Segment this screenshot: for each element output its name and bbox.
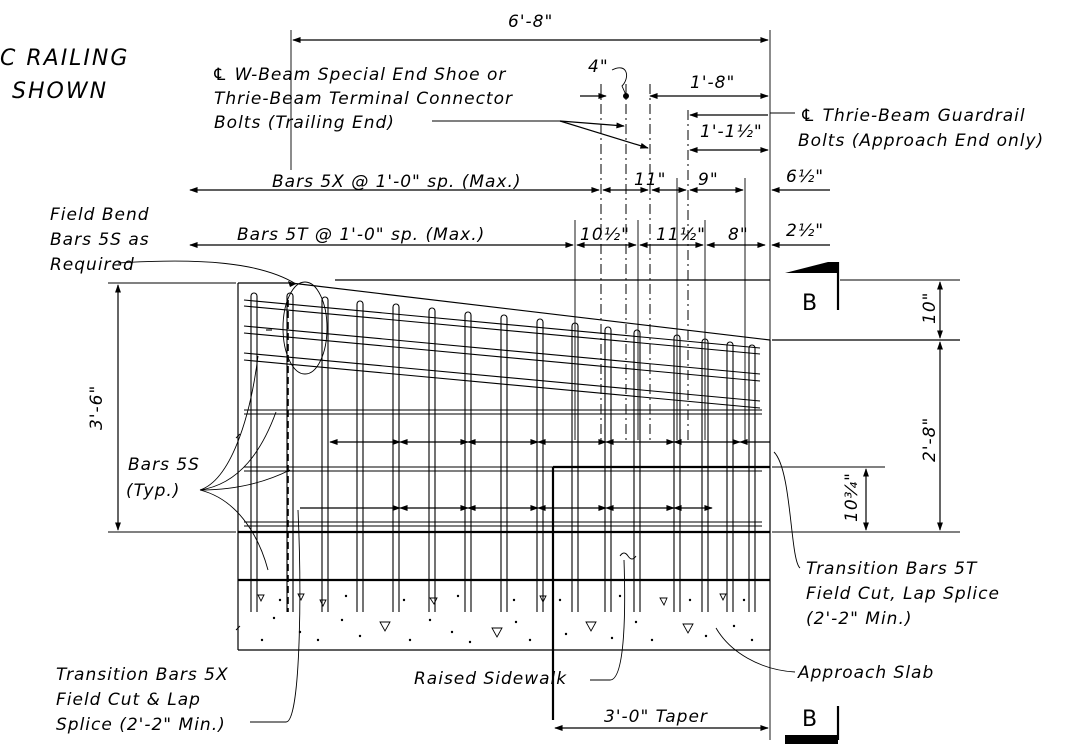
dim-total-width-label: 6'-8": [508, 12, 553, 32]
dim-six-half-label: 6½": [786, 167, 824, 187]
dim-three-six: 3'-6": [87, 282, 236, 533]
approach-slab-label: Approach Slab: [797, 663, 934, 683]
field-bend-line-3: Required: [50, 255, 135, 275]
wbeam-line-2: Thrie-Beam Terminal Connector: [214, 89, 513, 109]
raised-sidewalk-label: Raised Sidewalk: [414, 669, 567, 689]
section-marker-top-label: B: [802, 291, 817, 316]
trans5t-line-1: Transition Bars 5T: [806, 559, 978, 579]
dim-eleven-label: 11": [634, 170, 666, 190]
wbeam-line-1: ℄ W-Beam Special End Shoe or: [212, 65, 506, 85]
bars5s-line-2: (Typ.): [126, 481, 180, 501]
dim-nine-label: 9": [698, 170, 719, 190]
dim-eight-label: 8": [728, 225, 749, 245]
dim-ten: 10": [840, 279, 960, 339]
trans5x-line-1: Transition Bars 5X: [56, 665, 229, 685]
dim-three-six-label: 3'-6": [87, 385, 107, 430]
dim-one-eight: 4" 1'-8": [580, 57, 769, 99]
bars5s-line-1: Bars 5S: [128, 455, 200, 475]
railing-elevation: [235, 279, 960, 720]
field-bend-line-1: Field Bend: [50, 205, 150, 225]
bars-5x-label: Bars 5X @ 1'-0" sp. (Max.): [272, 172, 522, 192]
dim-two-eight: 2'-8": [772, 341, 960, 533]
dim-four-label: 4": [588, 57, 609, 77]
concrete-fill: [238, 593, 770, 651]
dim-bars-5x: Bars 5X @ 1'-0" sp. (Max.) 11" 9" 6½": [189, 167, 830, 440]
dim-taper-label: 3'-0" Taper: [604, 707, 708, 727]
dim-ten-three-quarter-label: 10¾": [842, 472, 862, 522]
section-marker-top: B: [785, 262, 840, 316]
callout-trans-5t: Transition Bars 5T Field Cut, Lap Splice…: [773, 451, 1000, 629]
trans5x-line-3: Splice (2'-2" Min.): [56, 715, 226, 735]
wbeam-line-3: Bolts (Trailing End): [214, 113, 395, 133]
title-line-1: C RAILING: [0, 46, 129, 71]
trans5t-line-2: Field Cut, Lap Splice: [806, 584, 1000, 604]
trans5t-line-3: (2'-2" Min.): [806, 609, 913, 629]
vertical-bars: [250, 292, 756, 612]
dim-one-eight-label: 1'-8": [690, 73, 735, 93]
dim-one-one-half: 1'-1½": [689, 112, 769, 153]
dim-total-width: 6'-8": [290, 12, 771, 340]
dim-ten-three-quarter: 10¾": [772, 466, 885, 531]
trans5x-line-2: Field Cut & Lap: [56, 690, 201, 710]
bars-5t-label: Bars 5T @ 1'-0" sp. (Max.): [237, 225, 485, 245]
callout-bars-5s: Bars 5S (Typ.): [126, 355, 291, 571]
thrie-line-1: ℄ Thrie-Beam Guardrail: [800, 106, 1026, 126]
dim-eleven-half-label: 11½": [656, 225, 706, 245]
callout-field-bend: Field Bend Bars 5S as Required: [50, 205, 297, 287]
callout-trans-5x: Transition Bars 5X Field Cut & Lap Splic…: [56, 509, 301, 735]
title-line-2: SHOWN: [12, 79, 108, 104]
dim-bars-5t: Bars 5T @ 1'-0" sp. (Max.) 10½" 11½" 8" …: [189, 220, 830, 440]
section-marker-bottom-label: B: [802, 707, 817, 732]
dim-taper: 3'-0" Taper: [554, 650, 771, 740]
dim-one-one-half-label: 1'-1½": [700, 122, 763, 142]
dim-ten-half-label: 10½": [580, 225, 630, 245]
callout-wbeam: ℄ W-Beam Special End Shoe or Thrie-Beam …: [212, 65, 649, 149]
dim-two-half-label: 2½": [786, 221, 824, 241]
section-marker-bottom: B: [785, 706, 840, 744]
thrie-line-2: Bolts (Approach End only): [798, 131, 1044, 151]
callout-approach-slab: Approach Slab: [715, 627, 934, 683]
field-bend-line-2: Bars 5S as: [50, 230, 150, 250]
callout-raised-sidewalk: Raised Sidewalk: [414, 559, 626, 689]
callout-thrie: ℄ Thrie-Beam Guardrail Bolts (Approach E…: [770, 106, 1044, 151]
dim-ten-label: 10": [920, 292, 940, 324]
dim-two-eight-label: 2'-8": [920, 417, 940, 462]
